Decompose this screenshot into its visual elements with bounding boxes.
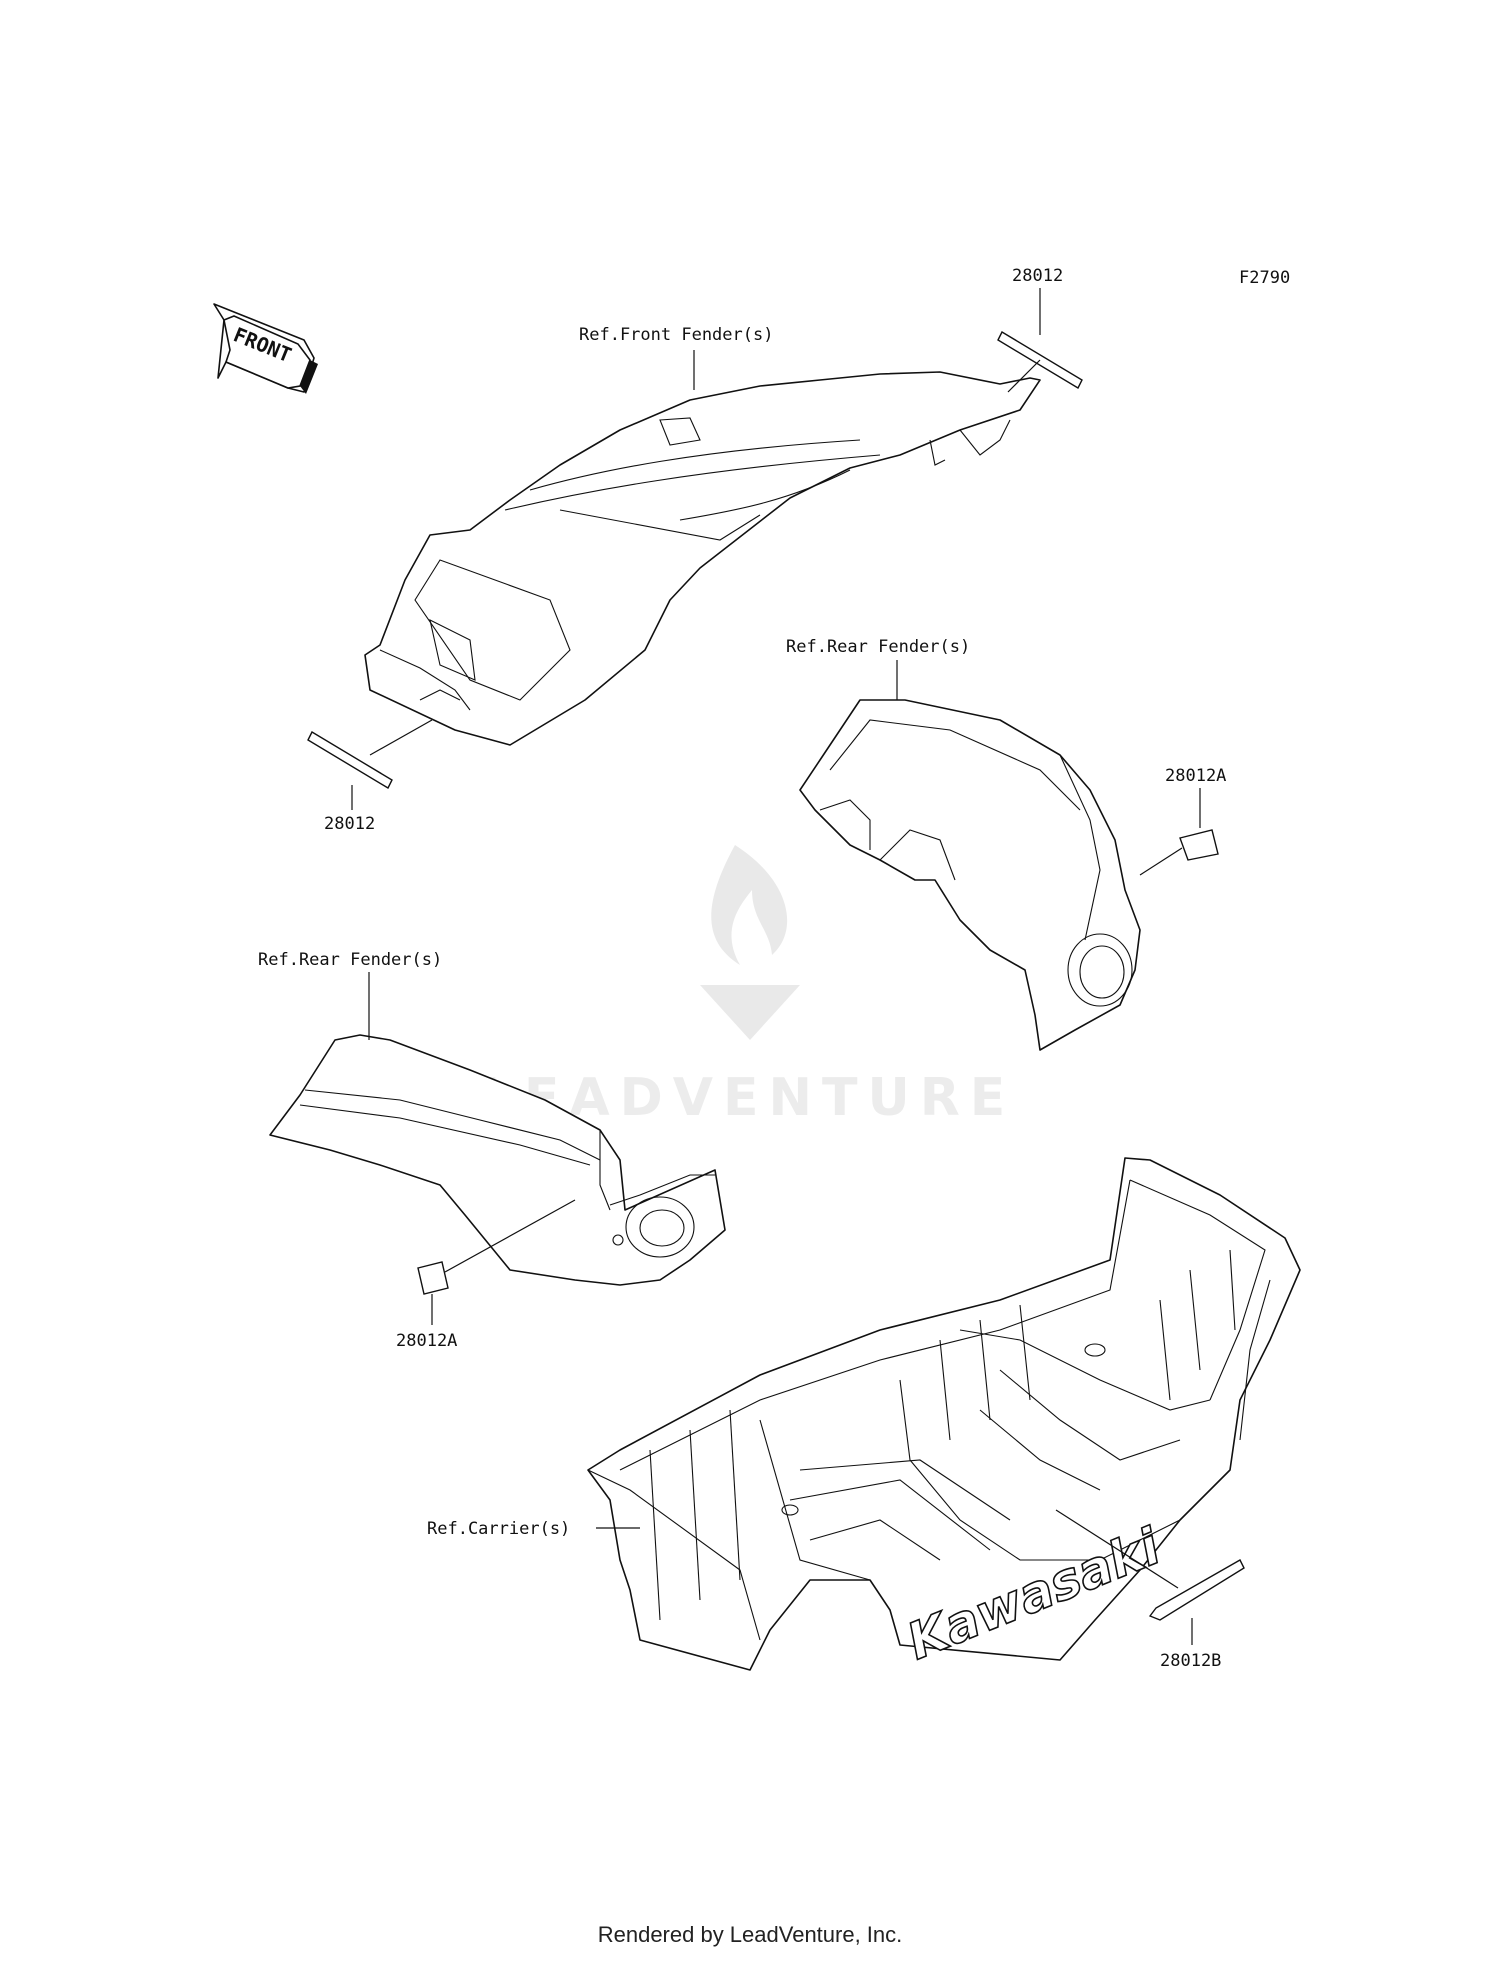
part-number-28012B[interactable]: 28012B	[1160, 1651, 1221, 1671]
part-number-28012A-left[interactable]: 28012A	[396, 1331, 457, 1351]
carrier	[587, 1157, 1301, 1671]
leadventure-watermark: LEADVENTURE	[481, 845, 1005, 1128]
rear-fender-right	[799, 699, 1141, 1051]
diagram-id: F2790	[1239, 268, 1290, 288]
front-arrow-icon: FRONT	[213, 303, 318, 394]
rear-fender-right-label: Ref.Rear Fender(s)	[786, 637, 970, 657]
front-fender	[364, 371, 1041, 746]
rear-fender-left	[269, 1034, 726, 1286]
decal-28012-bottom[interactable]	[307, 731, 393, 789]
decal-28012B[interactable]	[1148, 1559, 1245, 1621]
decal-28012A-left[interactable]	[417, 1261, 449, 1295]
front-fender-label: Ref.Front Fender(s)	[579, 325, 773, 345]
part-number-28012-bottom[interactable]: 28012	[324, 814, 375, 834]
carrier-label: Ref.Carrier(s)	[427, 1519, 570, 1539]
rear-fender-left-label: Ref.Rear Fender(s)	[258, 950, 442, 970]
footer-credit: Rendered by LeadVenture, Inc.	[597, 1922, 903, 1947]
part-number-28012-top[interactable]: 28012	[1012, 266, 1063, 286]
part-number-28012A-right[interactable]: 28012A	[1165, 766, 1226, 786]
decal-28012A-right[interactable]	[1179, 829, 1219, 861]
